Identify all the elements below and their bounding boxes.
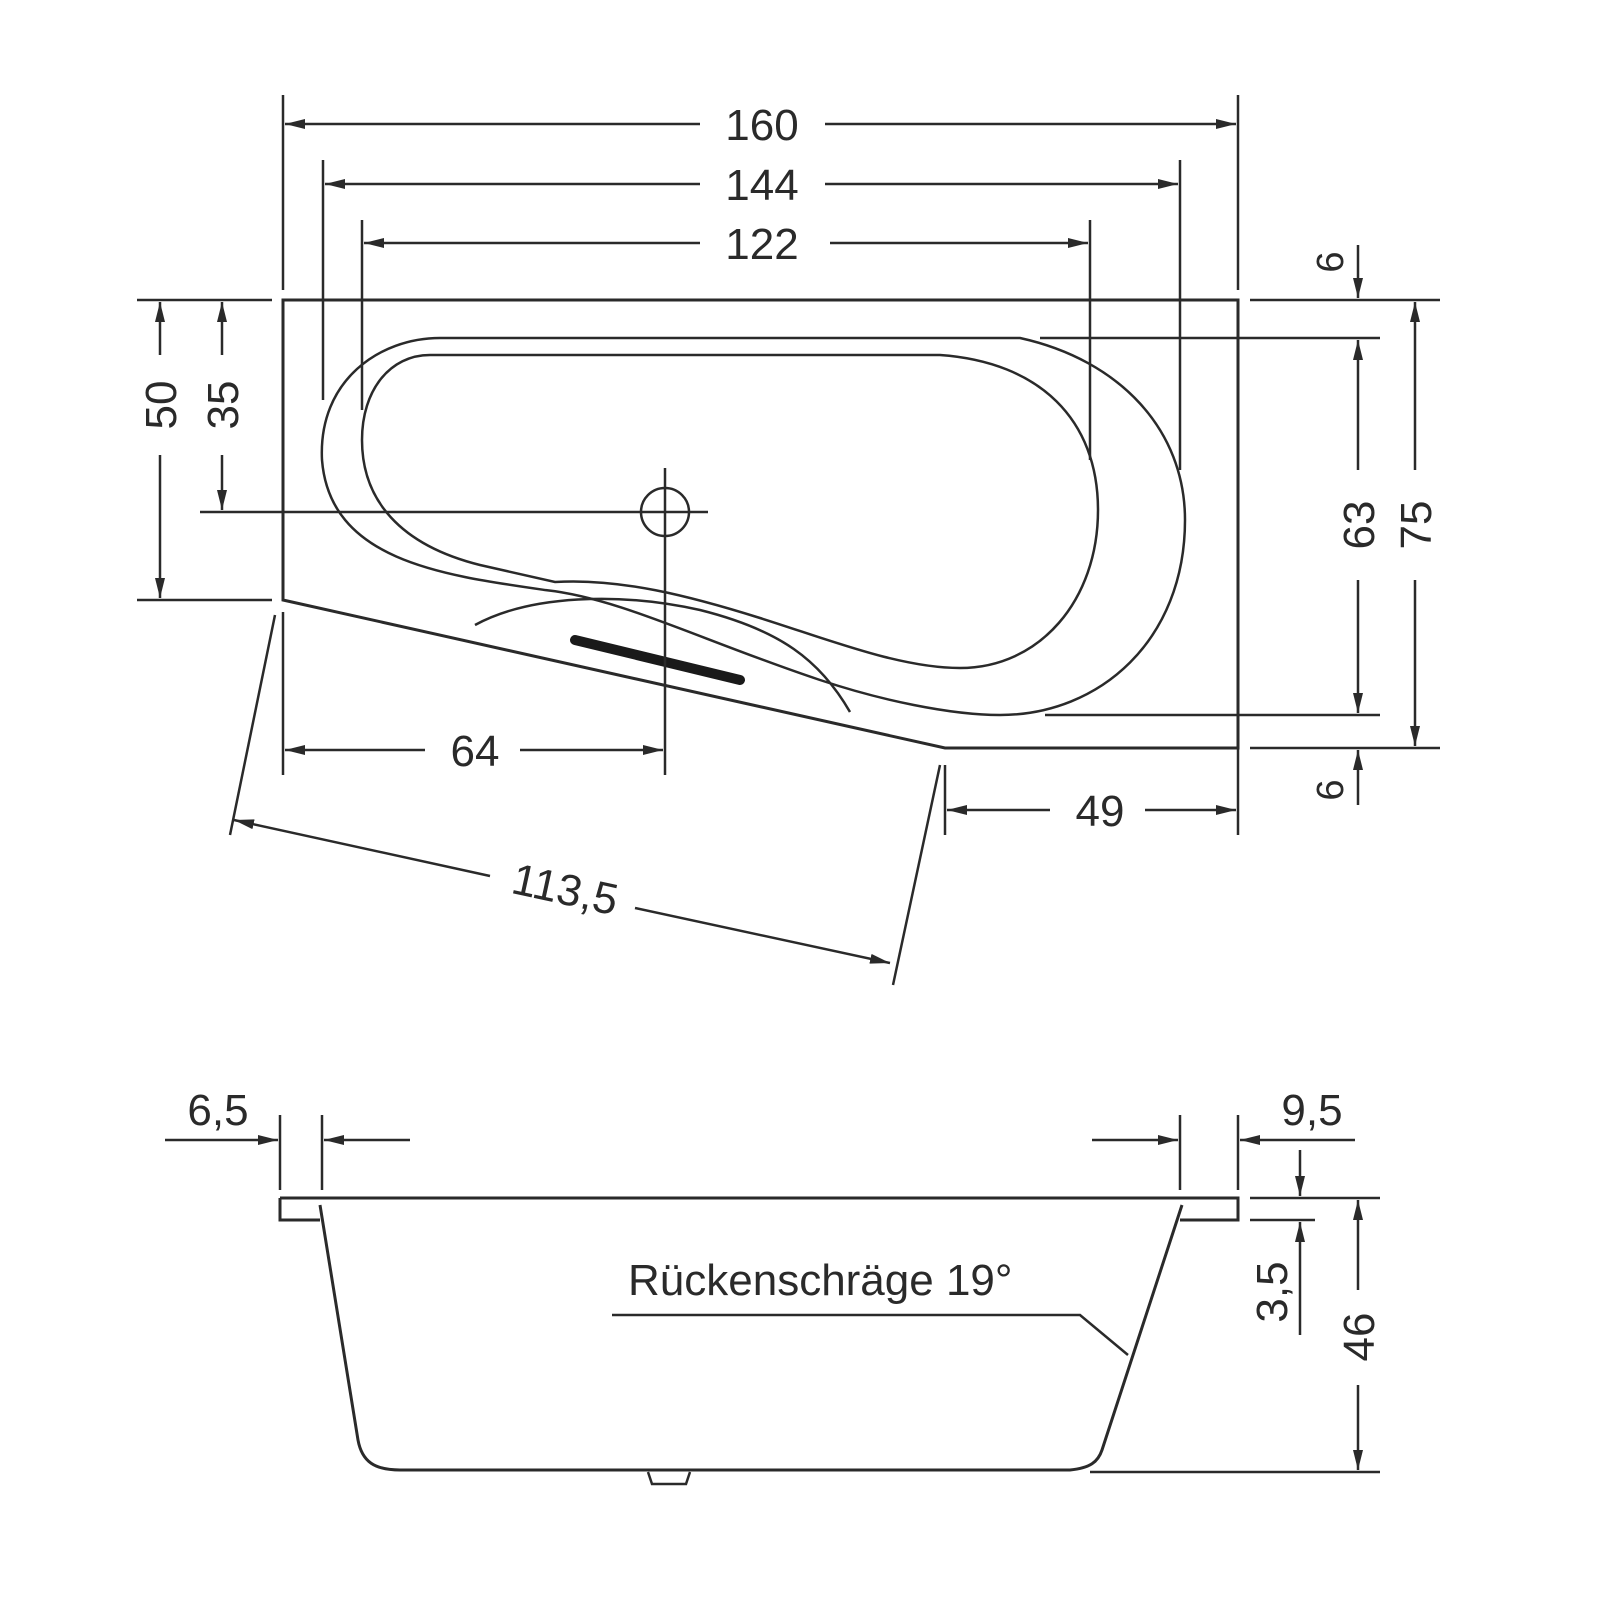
dim-64: 64	[285, 727, 663, 776]
dim-label: 49	[1076, 787, 1125, 836]
dim-9-5: 9,5	[1092, 1086, 1355, 1145]
dim-160: 160	[285, 101, 1236, 150]
dim-6-5: 6,5	[165, 1086, 410, 1145]
dim-label: 3,5	[1248, 1261, 1297, 1322]
dim-label: 35	[199, 381, 248, 430]
side-extension-lines	[278, 1115, 1380, 1474]
drain-nub	[646, 1471, 692, 1486]
side-view: Rückenschräge 19° 6,5 9,5 3,5	[165, 1086, 1384, 1486]
dim-label: 113,5	[508, 855, 623, 926]
dim-label: 6,5	[187, 1086, 248, 1135]
dim-label: 64	[451, 727, 500, 776]
dim-6-bottom: 6	[1310, 750, 1363, 805]
dim-label: 144	[725, 161, 798, 210]
rim	[278, 1196, 1240, 1222]
dim-122: 122	[364, 220, 1088, 269]
extension-lines	[137, 95, 1440, 986]
dim-label: 6	[1310, 779, 1352, 800]
seat-curve	[474, 597, 852, 713]
dim-144: 144	[325, 161, 1178, 210]
dim-50: 50	[137, 302, 186, 598]
dim-49: 49	[947, 787, 1236, 836]
dim-6-top: 6	[1310, 245, 1363, 298]
basin-inner	[360, 353, 1100, 670]
tub-body-side	[318, 1204, 1184, 1472]
dim-label: 160	[725, 101, 798, 150]
dim-label: 63	[1335, 501, 1384, 550]
dim-label: 75	[1392, 501, 1441, 550]
dim-label: 50	[137, 381, 186, 430]
dim-35: 35	[199, 302, 248, 510]
dim-3-5: 3,5	[1248, 1150, 1305, 1335]
dim-113-5: 113,5	[233, 818, 891, 965]
dim-label: 9,5	[1281, 1086, 1342, 1135]
grab-handle	[570, 635, 745, 685]
dim-label: 122	[725, 220, 798, 269]
back-slope-annotation: Rückenschräge 19°	[628, 1256, 1012, 1305]
dim-label: 6	[1310, 251, 1352, 272]
basin-outer	[320, 336, 1187, 717]
annotation-leader	[612, 1313, 1129, 1356]
dim-75: 75	[1392, 302, 1441, 746]
dim-46: 46	[1335, 1200, 1384, 1470]
dim-63: 63	[1335, 340, 1384, 713]
top-view: 160 144 122 50 35 63	[137, 95, 1441, 986]
dim-label: 46	[1335, 1313, 1384, 1362]
